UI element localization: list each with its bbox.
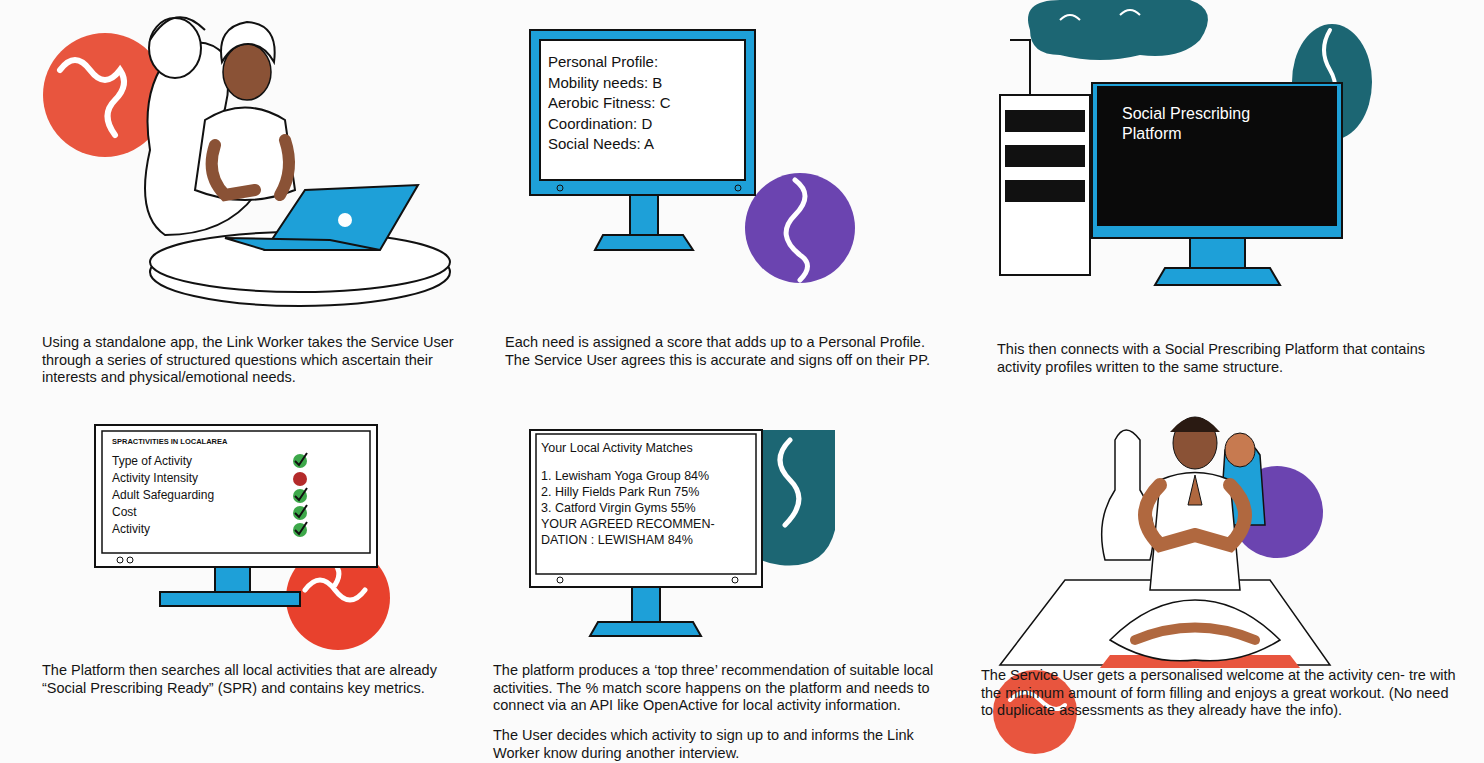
drive-bay bbox=[1005, 110, 1085, 132]
screen-line: 2. Hilly Fields Park Run 75% bbox=[541, 484, 741, 500]
check-marks bbox=[293, 453, 307, 537]
squiggle bbox=[780, 440, 799, 525]
panel-five-art bbox=[530, 430, 835, 636]
screen-line: YOUR AGREED RECOMMEN- DATION : LEWISHAM … bbox=[541, 516, 741, 548]
screen-line: Type of Activity bbox=[112, 453, 287, 470]
monitor-frame bbox=[1092, 83, 1342, 238]
panel-caption: The platform produces a ‘top three’ reco… bbox=[493, 662, 963, 715]
monitor-screen-text: Personal Profile:Mobility needs: BAerobi… bbox=[548, 52, 743, 177]
monitor-foot bbox=[595, 235, 693, 250]
monitor-screen bbox=[1097, 86, 1337, 226]
screen-line: Adult Safeguarding bbox=[112, 487, 287, 504]
monitor-foot bbox=[160, 592, 300, 606]
screen-line: 1. Lewisham Yoga Group 84% bbox=[541, 468, 741, 484]
monitor-frame bbox=[530, 30, 755, 195]
arm bbox=[212, 145, 255, 195]
computer-tower bbox=[1000, 95, 1090, 275]
background-head bbox=[1225, 433, 1255, 467]
panel-caption: Each need is assigned a score that adds … bbox=[505, 334, 950, 369]
monitor-screen bbox=[540, 40, 745, 180]
panel-caption: The User decides which activity to sign … bbox=[493, 727, 963, 762]
monitor-foot bbox=[1155, 268, 1280, 285]
table-top bbox=[150, 232, 450, 292]
monitor-screen-text: SPRACTIVITIES IN LOCALAREA Type of Activi… bbox=[112, 437, 287, 547]
monitor-frame bbox=[95, 425, 377, 567]
panel-caption: The Service User gets a personalised wel… bbox=[981, 667, 1461, 720]
purple-blob bbox=[745, 173, 855, 283]
drive-bay bbox=[1005, 180, 1085, 202]
cloud bbox=[1028, 0, 1208, 60]
screen-line: Cost bbox=[112, 504, 287, 521]
monitor-screen bbox=[536, 434, 756, 574]
yoga-feet bbox=[1135, 628, 1255, 641]
monitor-neck bbox=[632, 587, 660, 622]
cross-dot bbox=[293, 472, 307, 486]
link-worker-head bbox=[149, 18, 201, 78]
monitor-screen bbox=[102, 431, 370, 553]
cloud-lines bbox=[1060, 10, 1140, 20]
arm bbox=[280, 140, 289, 195]
button bbox=[127, 557, 133, 563]
yoga-hair bbox=[1170, 417, 1220, 432]
monitor-neck bbox=[215, 567, 250, 592]
panel-one-art bbox=[43, 17, 450, 306]
button bbox=[557, 185, 563, 191]
panel-three-art bbox=[1000, 0, 1372, 285]
service-user-body bbox=[195, 108, 295, 201]
button bbox=[117, 557, 123, 563]
squiggle bbox=[60, 60, 124, 135]
panel-caption: Using a standalone app, the Link Worker … bbox=[42, 334, 482, 387]
screen-heading: Your Local Activity Matches bbox=[541, 440, 741, 456]
screen-line: 3. Catford Virgin Gyms 55% bbox=[541, 500, 741, 516]
panel-caption: This then connects with a Social Prescri… bbox=[997, 341, 1442, 376]
laptop-logo bbox=[338, 213, 352, 227]
screen-line: Coordination: D bbox=[548, 114, 743, 135]
screen-line: Activity bbox=[112, 521, 287, 538]
monitor-neck bbox=[630, 195, 658, 235]
squiggle bbox=[786, 180, 807, 280]
monitor-screen-text: Your Local Activity Matches 1. Lewisham Y… bbox=[541, 440, 741, 575]
yoga-legs bbox=[1110, 600, 1280, 661]
cable bbox=[1010, 40, 1030, 95]
platform-screen: Social Prescribing Platform bbox=[1122, 104, 1307, 164]
hair-line bbox=[150, 17, 205, 40]
yoga-mat-outline bbox=[1000, 580, 1330, 665]
screen-line: Aerobic Fitness: C bbox=[548, 93, 743, 114]
button bbox=[732, 577, 738, 583]
panel-two-art bbox=[530, 30, 855, 283]
button bbox=[735, 185, 741, 191]
yoga-hands bbox=[1188, 475, 1202, 505]
screen-heading: Social Prescribing Platform bbox=[1122, 104, 1307, 144]
screen-heading: SPRACTIVITIES IN LOCALAREA bbox=[112, 437, 287, 447]
panel-caption: The Platform then searches all local act… bbox=[42, 662, 472, 697]
service-user-hair bbox=[221, 22, 275, 62]
monitor-neck bbox=[1190, 238, 1245, 268]
screen-line: Mobility needs: B bbox=[548, 73, 743, 94]
drive-bay bbox=[1005, 145, 1085, 167]
screen-line: Activity Intensity bbox=[112, 470, 287, 487]
tick bbox=[295, 453, 307, 534]
laptop-base bbox=[225, 238, 380, 250]
screen-line: Social Needs: A bbox=[548, 134, 743, 155]
monitor-frame bbox=[530, 430, 762, 587]
button bbox=[557, 577, 563, 583]
panel-four-art bbox=[95, 425, 390, 650]
monitor-foot bbox=[590, 622, 701, 636]
screen-heading: Personal Profile: bbox=[548, 52, 743, 73]
